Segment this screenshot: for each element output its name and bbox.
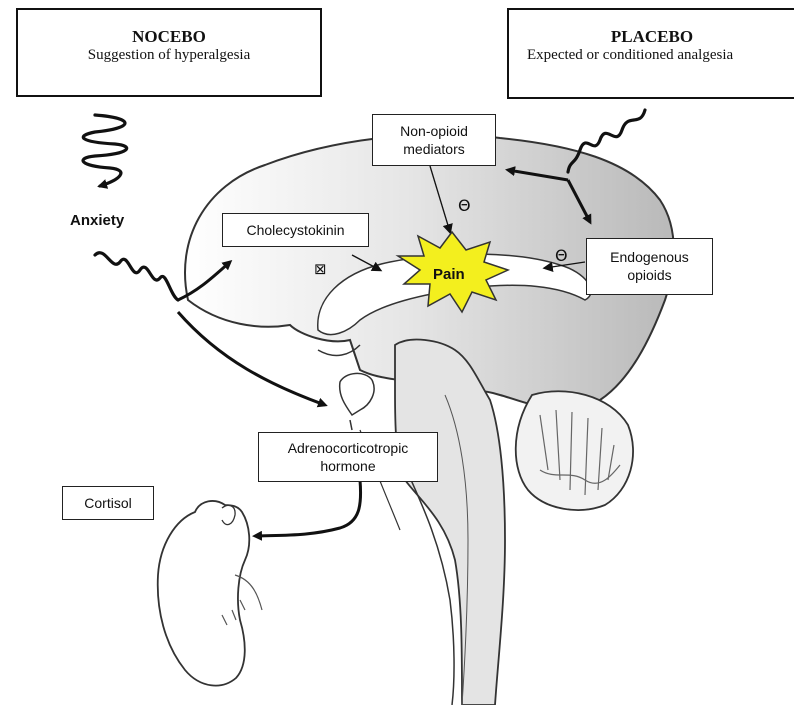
cortisol-box: Cortisol: [62, 486, 154, 520]
non-opioid-line1: Non-opioid: [373, 122, 495, 140]
placebo-box: PLACEBO Expected or conditioned analgesi…: [507, 8, 794, 99]
non-opioid-line2: mediators: [373, 140, 495, 158]
facilitate-symbol: ⊠: [314, 260, 327, 278]
inhibit-symbol-top: Θ: [458, 196, 471, 215]
endogenous-opioids-box: Endogenous opioids: [586, 238, 713, 295]
inhibit-symbol-right: Θ: [555, 246, 568, 265]
placebo-title: PLACEBO: [509, 27, 794, 47]
nocebo-box: NOCEBO Suggestion of hyperalgesia: [16, 8, 322, 97]
endogenous-line1: Endogenous: [587, 248, 712, 266]
nocebo-subtitle: Suggestion of hyperalgesia: [18, 47, 320, 64]
acth-to-adrenal-arrow: [255, 480, 361, 536]
cholecystokinin-label: Cholecystokinin: [246, 222, 344, 238]
endogenous-line2: opioids: [587, 266, 712, 284]
non-opioid-box: Non-opioid mediators: [372, 114, 496, 166]
cholecystokinin-box: Cholecystokinin: [222, 213, 369, 247]
acth-line2: hormone: [259, 457, 437, 475]
nocebo-title: NOCEBO: [18, 27, 320, 47]
placebo-subtitle: Expected or conditioned analgesia: [509, 47, 794, 64]
brainstem: [395, 340, 505, 705]
pain-label: Pain: [433, 266, 465, 284]
acth-box: Adrenocorticotropic hormone: [258, 432, 438, 482]
cerebellum: [516, 391, 633, 510]
anxiety-wave: [95, 253, 178, 300]
acth-line1: Adrenocorticotropic: [259, 439, 437, 457]
anxiety-label: Anxiety: [70, 212, 124, 230]
pituitary: [340, 373, 374, 415]
cortisol-label: Cortisol: [84, 495, 131, 511]
adrenal-kidney: [158, 501, 262, 686]
nocebo-wave-top: [83, 115, 127, 186]
